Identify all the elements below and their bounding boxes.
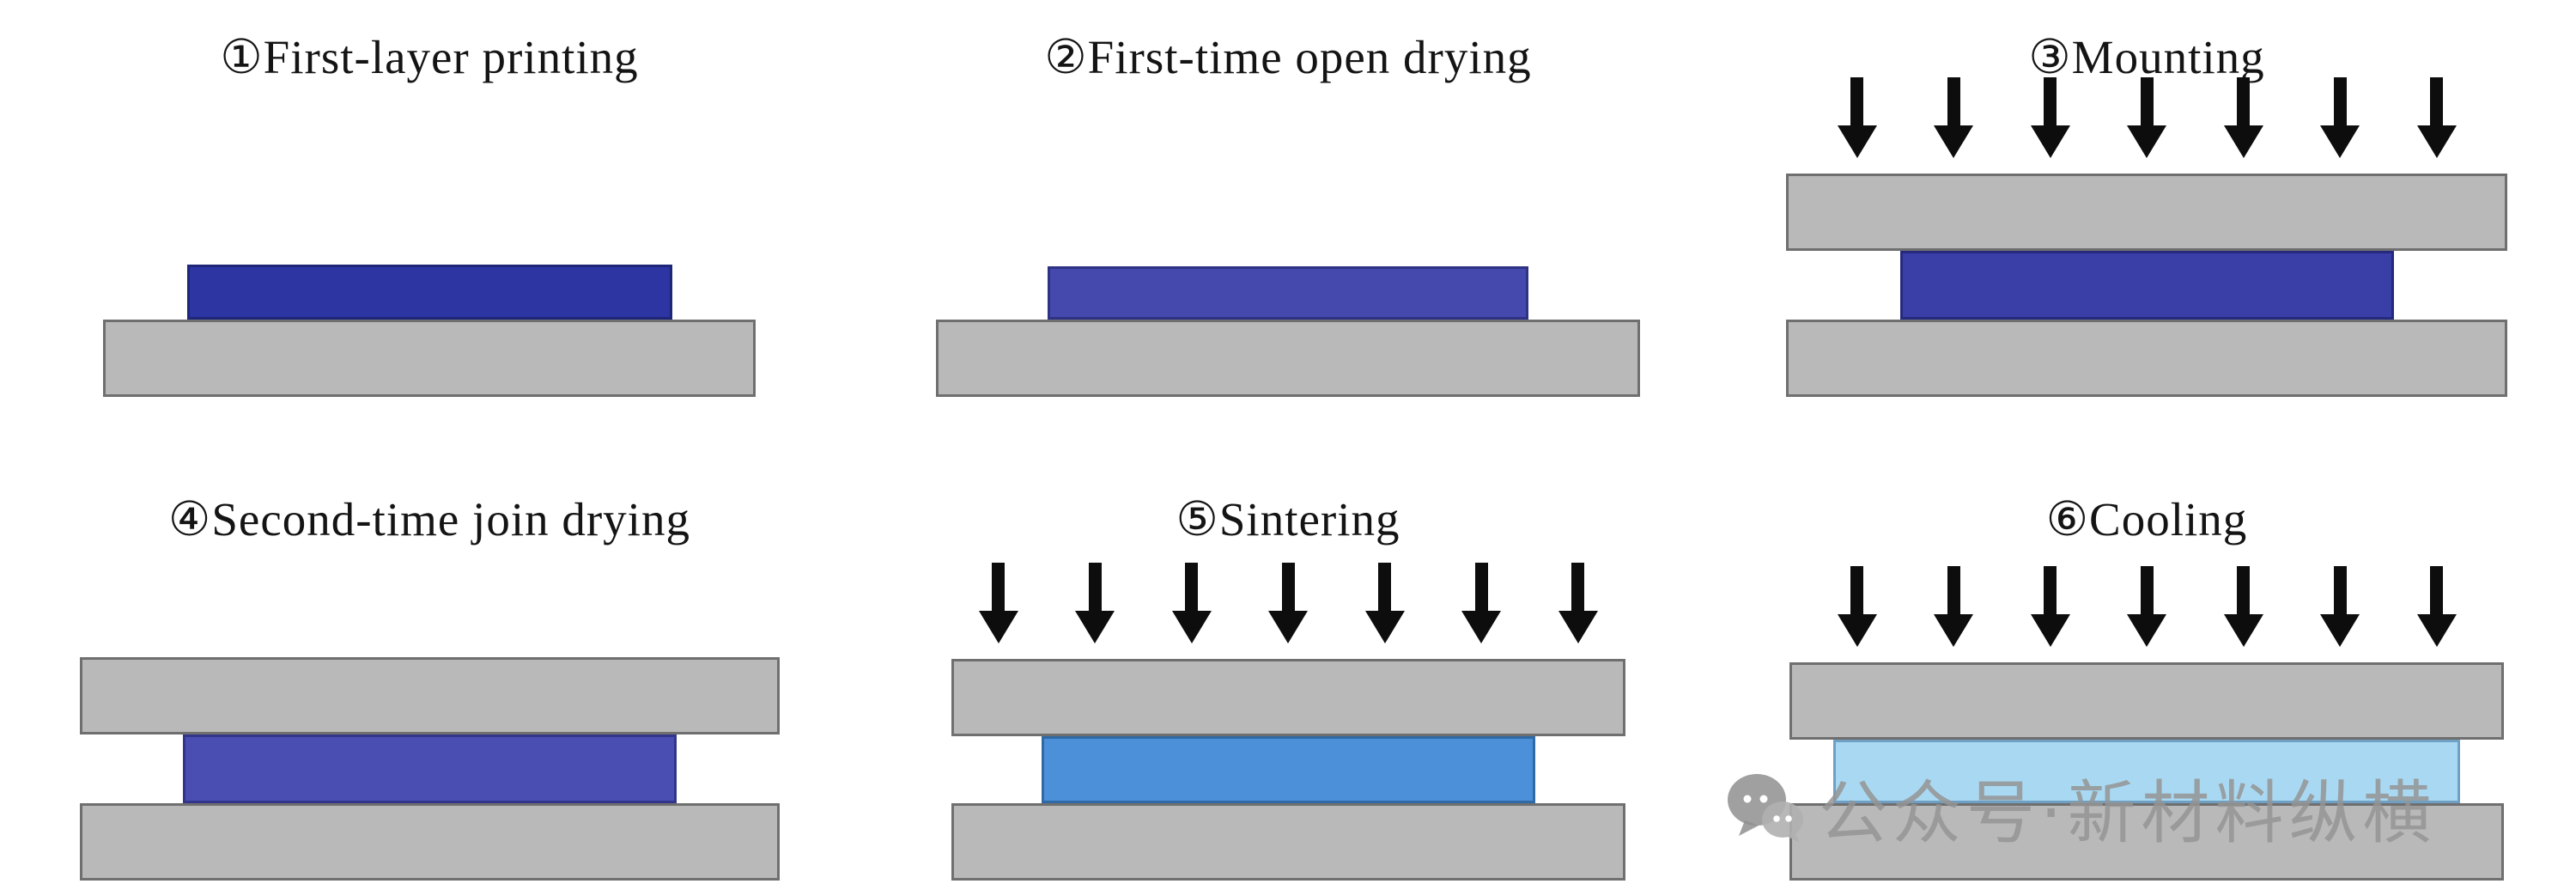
cooled-layer — [1833, 740, 2460, 803]
substrate-plate — [936, 319, 1640, 397]
down-arrow-icon — [2333, 76, 2347, 125]
down-arrow-icon — [2140, 76, 2154, 125]
pressure-arrows — [1850, 76, 2443, 163]
bottom-plate — [79, 803, 780, 881]
step-title-1: ①First-layer printing — [220, 31, 639, 83]
diagram-second-time-join-drying — [79, 657, 780, 881]
sintered-layer — [1041, 736, 1535, 803]
diagram-cooling — [1789, 566, 2504, 881]
down-arrow-icon — [2333, 566, 2347, 614]
panel-cooling: ⑥Cooling — [1717, 448, 2576, 896]
dried-paste-layer — [1048, 265, 1528, 320]
down-arrow-icon — [1378, 563, 1391, 611]
top-plate — [1789, 662, 2504, 740]
down-arrow-icon — [2140, 566, 2154, 614]
step-title-2: ②First-time open drying — [1044, 31, 1532, 83]
panel-sintering: ⑤Sintering — [859, 448, 1717, 896]
top-plate — [79, 657, 780, 734]
down-arrow-icon — [2044, 76, 2057, 125]
pressure-arrows — [1850, 566, 2443, 652]
step-title-3: ③Mounting — [2028, 31, 2265, 83]
bottom-plate — [1786, 319, 2507, 397]
down-arrow-icon — [2237, 76, 2250, 125]
panel-first-time-open-drying: ②First-time open drying — [859, 0, 1717, 448]
top-plate — [1786, 173, 2507, 251]
diagram-first-time-open-drying — [936, 265, 1640, 397]
down-arrow-icon — [1474, 563, 1488, 611]
substrate-plate — [103, 319, 756, 397]
down-arrow-icon — [1571, 563, 1584, 611]
pressure-arrows — [992, 563, 1584, 649]
bottom-plate — [1789, 803, 2504, 881]
step-title-6: ⑥Cooling — [2045, 492, 2248, 546]
down-arrow-icon — [2430, 76, 2443, 125]
printed-paste-layer — [186, 264, 672, 320]
top-plate — [951, 659, 1625, 736]
step-title-5: ⑤Sintering — [1176, 492, 1400, 546]
down-arrow-icon — [2044, 566, 2057, 614]
down-arrow-icon — [1947, 566, 1960, 614]
down-arrow-icon — [1185, 563, 1198, 611]
bottom-plate — [951, 803, 1625, 881]
diagram-sintering — [951, 563, 1625, 881]
down-arrow-icon — [2430, 566, 2443, 614]
mounted-paste-layer — [1899, 250, 2394, 320]
step-title-4: ④Second-time join drying — [168, 492, 690, 546]
down-arrow-icon — [992, 563, 1005, 611]
panel-mounting: ③Mounting — [1717, 0, 2576, 448]
down-arrow-icon — [2237, 566, 2250, 614]
panel-first-layer-printing: ①First-layer printing — [0, 0, 859, 448]
panel-second-time-join-drying: ④Second-time join drying — [0, 448, 859, 896]
joined-paste-layer — [182, 734, 677, 803]
down-arrow-icon — [1947, 76, 1960, 125]
down-arrow-icon — [1850, 76, 1863, 125]
diagram-first-layer-printing — [103, 264, 756, 397]
down-arrow-icon — [1850, 566, 1863, 614]
down-arrow-icon — [1281, 563, 1295, 611]
diagram-mounting — [1786, 76, 2507, 397]
down-arrow-icon — [1088, 563, 1102, 611]
